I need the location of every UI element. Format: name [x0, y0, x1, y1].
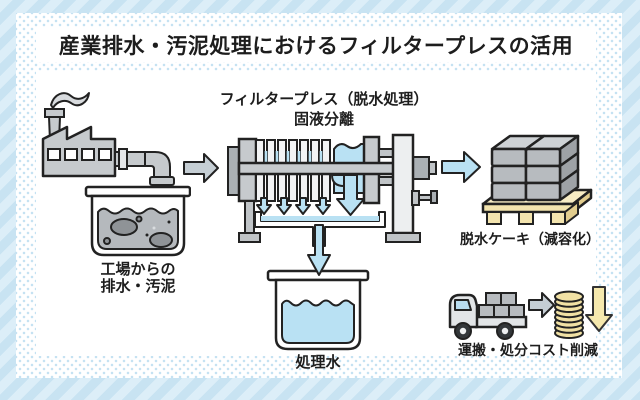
cost-reduction-label: 運搬・処分コスト削減: [458, 342, 598, 358]
blue-down-arrows-icon: [256, 174, 365, 216]
truck-icon: [448, 292, 528, 340]
main-card: 産業排水・汚泥処理におけるフィルタープレスの活用: [16, 13, 622, 378]
end-stand: [391, 133, 415, 235]
sludge-tank-icon: [84, 185, 191, 257]
beaker-icon: [266, 269, 370, 351]
factory-icon: [41, 92, 191, 257]
solid-liquid-separation-label: 固液分離: [293, 111, 354, 128]
cake-blocks: [490, 134, 580, 202]
cake-pallet-icon: [481, 134, 593, 225]
title-bar: 産業排水・汚泥処理におけるフィルタープレスの活用: [36, 27, 596, 62]
treated-water-label: 処理水: [295, 354, 341, 371]
diagram-area: 工場からの 排水・汚泥 フィルタープレス（脱水処理） 固液分離: [36, 71, 613, 371]
page-title: 産業排水・汚泥処理におけるフィルタープレスの活用: [58, 34, 574, 58]
water-outflow-arrow: [307, 224, 331, 276]
truck-window: [454, 299, 472, 311]
dewatered-cake-label: 脱水ケーキ（減容化）: [460, 231, 600, 247]
yellow-down-arrow-icon: [585, 286, 613, 332]
blue-right-arrow-icon: [441, 151, 481, 183]
gray-right-arrow-icon: [528, 292, 555, 318]
coin-stack-icon: [554, 286, 613, 339]
gray-right-arrow-icon: [183, 153, 219, 183]
treated-water: [281, 299, 355, 344]
filter-press-icon: [227, 133, 438, 276]
truck-load: [478, 292, 525, 318]
smoke-icon: [50, 92, 90, 109]
factory-label: 工場からの 排水・汚泥: [100, 261, 176, 295]
coins: [554, 290, 584, 339]
filter-press-label: フィルタープレス（脱水処理）: [219, 91, 429, 108]
